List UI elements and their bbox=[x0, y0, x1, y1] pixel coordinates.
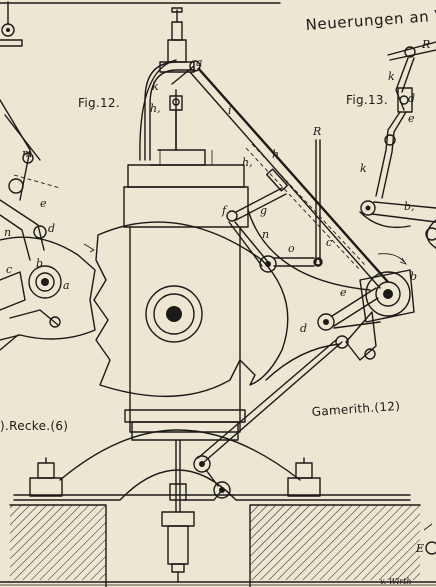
label-f: f bbox=[221, 204, 228, 217]
eccentric-disc bbox=[359, 253, 415, 323]
label-i: i bbox=[228, 104, 232, 117]
credit-gamerith: Gamerith.(12) bbox=[311, 399, 400, 419]
foundation-bolt-left bbox=[29, 457, 63, 497]
governor-column bbox=[139, 7, 206, 166]
r13-label-R: R bbox=[421, 38, 430, 51]
fig12-caption: Fig.12. bbox=[78, 96, 120, 110]
left-label-e: e bbox=[40, 197, 47, 210]
label-o: o bbox=[288, 242, 295, 255]
label-h1: h, bbox=[242, 156, 253, 169]
label-R: R bbox=[312, 125, 321, 138]
rods-e-d bbox=[265, 287, 381, 381]
fig13-caption: Fig.13. bbox=[346, 93, 388, 107]
label-h: h bbox=[272, 148, 279, 161]
r13-label-e: e bbox=[408, 112, 415, 125]
rod-R bbox=[313, 139, 323, 267]
label-d: d bbox=[300, 322, 307, 335]
left-figure-recke: m e d n b c a bbox=[0, 1, 96, 351]
right-figure-13: R k d e k b, E bbox=[359, 38, 436, 555]
lower-connecting-rod bbox=[193, 339, 343, 499]
foundation-bolt-right bbox=[287, 457, 321, 497]
left-label-c: c bbox=[6, 263, 12, 276]
r13-label-d: d bbox=[408, 92, 415, 105]
r13-label-E: E bbox=[415, 542, 424, 555]
label-b: b bbox=[410, 270, 417, 283]
r13-label-k2: k bbox=[360, 162, 367, 175]
credit-recke: ).Recke.(6) bbox=[0, 419, 68, 433]
label-c: c bbox=[326, 236, 332, 249]
foundation-right-hatch bbox=[250, 505, 420, 580]
left-label-n: n bbox=[4, 226, 11, 239]
r13-label-b1: b, bbox=[404, 200, 415, 213]
label-g: g bbox=[260, 204, 267, 217]
credit-engraver: v. Wirth bbox=[380, 577, 412, 586]
foundation-left-hatch bbox=[10, 505, 106, 580]
left-label-b: b bbox=[36, 257, 43, 270]
label-h1-top: h, bbox=[150, 102, 161, 115]
label-n: n bbox=[262, 228, 269, 241]
left-label-d: d bbox=[48, 222, 55, 235]
engine-frame bbox=[123, 150, 249, 441]
label-a: a bbox=[196, 56, 203, 69]
left-label-m: m bbox=[22, 147, 32, 160]
linkage-g-n-o bbox=[226, 187, 371, 291]
eccentric-rod-i bbox=[189, 67, 389, 289]
header-title: Neuerungen an V bbox=[305, 6, 436, 34]
lower-valve bbox=[161, 439, 223, 583]
label-e: e bbox=[340, 286, 347, 299]
label-k: k bbox=[152, 80, 159, 93]
left-label-a: a bbox=[63, 279, 70, 292]
r13-label-k: k bbox=[388, 70, 395, 83]
bed-plate-arch bbox=[13, 469, 411, 501]
flywheel bbox=[93, 221, 289, 397]
